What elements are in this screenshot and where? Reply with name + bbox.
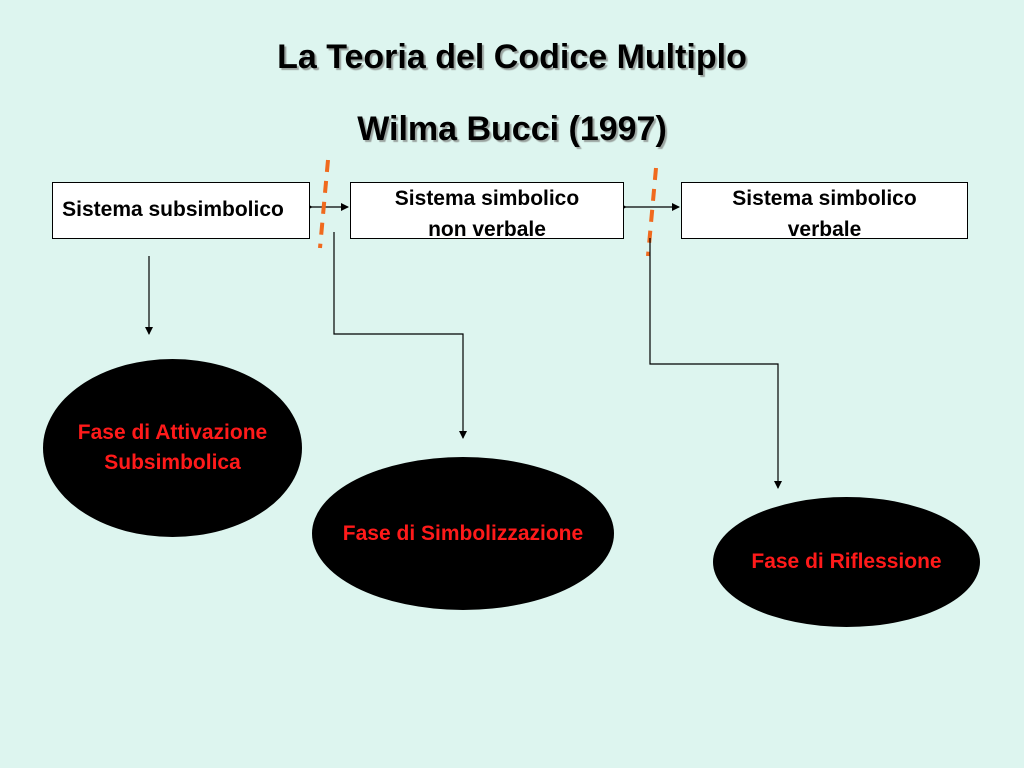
system-verbal-label-1: Sistema simbolico (732, 187, 917, 210)
separator-2 (646, 167, 658, 257)
system-nonverbal-label-2: non verbale (428, 218, 546, 241)
arrow-to-phase-2 (333, 232, 467, 439)
arrow-to-phase-3 (649, 238, 782, 489)
system-verbal-box: Sistema simbolico verbale (681, 182, 968, 241)
system-nonverbal-label-1: Sistema simbolico (394, 187, 580, 210)
phase-activation-label-2: Subsimbolica (104, 451, 241, 474)
phase-activation-ellipse: Fase di Attivazione Subsimbolica (43, 359, 302, 537)
phase-symbolization-label: Fase di Simbolizzazione (342, 521, 584, 545)
phase-reflection-ellipse: Fase di Riflessione (713, 497, 980, 627)
phase-activation-label-1: Fase di Attivazione (77, 421, 268, 444)
slide-subtitle: Wilma Bucci (1997) (357, 110, 667, 148)
system-subsymbolic-box: Sistema subsimbolico (52, 182, 310, 239)
slide-title: La Teoria del Codice Multiplo (277, 38, 747, 76)
system-nonverbal-box: Sistema simbolico non verbale (350, 182, 624, 241)
phase-reflection-label: Fase di Riflessione (751, 550, 942, 573)
system-subsymbolic-label: Sistema subsimbolico (62, 198, 284, 221)
system-verbal-label-2: verbale (787, 218, 862, 241)
separator-1 (318, 159, 330, 249)
phase-symbolization-ellipse: Fase di Simbolizzazione (312, 457, 614, 610)
